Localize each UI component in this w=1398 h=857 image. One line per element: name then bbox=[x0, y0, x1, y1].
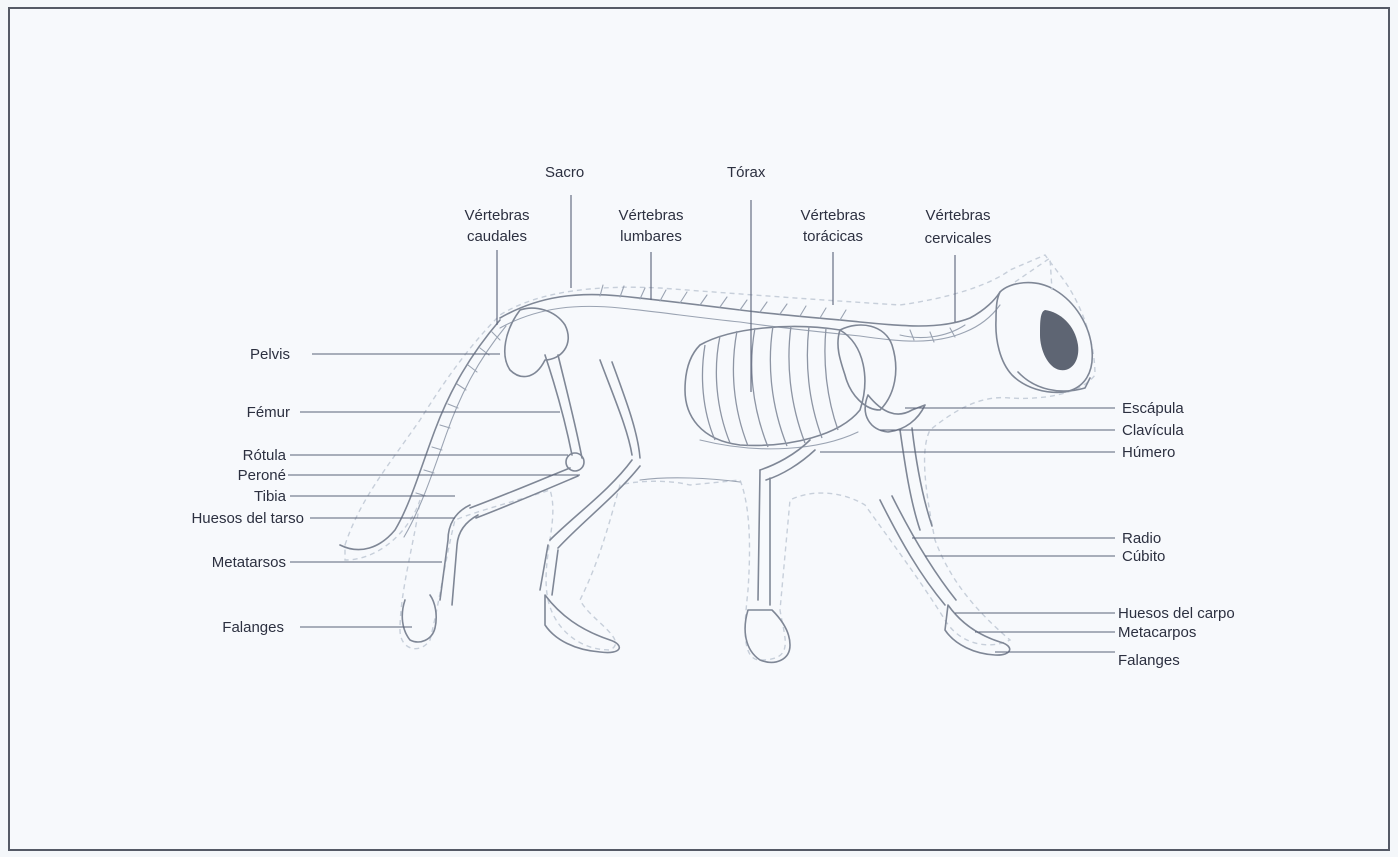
label-pelvis: Pelvis bbox=[250, 346, 290, 363]
label-vert-caudales-1: Vértebras bbox=[464, 207, 529, 224]
label-vert-toracicas-2: torácicas bbox=[803, 228, 863, 245]
label-falanges-left: Falanges bbox=[222, 619, 284, 636]
label-femur: Fémur bbox=[247, 404, 290, 421]
label-falanges-right: Falanges bbox=[1118, 652, 1180, 669]
label-vert-toracicas-1: Vértebras bbox=[800, 207, 865, 224]
label-vert-lumbares-2: lumbares bbox=[620, 228, 682, 245]
label-humero: Húmero bbox=[1122, 444, 1175, 461]
label-sacro: Sacro bbox=[545, 164, 584, 181]
label-cubito: Cúbito bbox=[1122, 548, 1165, 565]
label-metatarsos: Metatarsos bbox=[212, 554, 286, 571]
label-huesos-carpo: Huesos del carpo bbox=[1118, 605, 1235, 622]
label-vert-cervicales-2: cervicales bbox=[925, 230, 992, 247]
label-vert-caudales-2: caudales bbox=[467, 228, 527, 245]
label-radio: Radio bbox=[1122, 530, 1161, 547]
label-tibia: Tibia bbox=[254, 488, 287, 505]
label-clavicula: Clavícula bbox=[1122, 422, 1184, 439]
label-vert-cervicales-1: Vértebras bbox=[925, 207, 990, 224]
label-torax: Tórax bbox=[727, 164, 766, 181]
label-metacarpos: Metacarpos bbox=[1118, 624, 1196, 641]
label-rotula: Rótula bbox=[243, 447, 287, 464]
label-escapula: Escápula bbox=[1122, 400, 1184, 417]
label-perone: Peroné bbox=[238, 467, 286, 484]
label-vert-lumbares-1: Vértebras bbox=[618, 207, 683, 224]
label-huesos-tarso: Huesos del tarso bbox=[191, 510, 304, 527]
